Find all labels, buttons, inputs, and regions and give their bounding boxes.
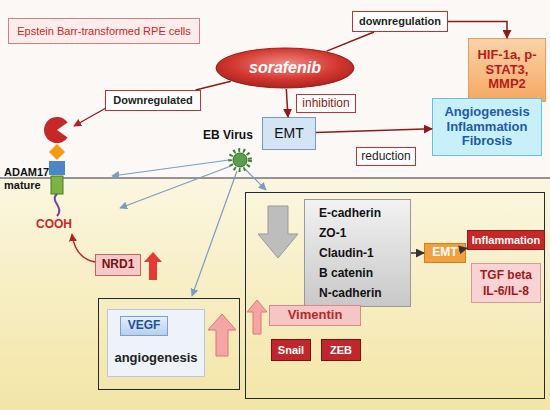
node-text-wrap: Vimentin [270, 306, 360, 325]
node-text-wrap: NRD1 [96, 255, 140, 275]
node-text: sorafenib [249, 59, 321, 77]
node-text-wrap: reduction [357, 148, 415, 165]
node-text: EMT [432, 246, 457, 260]
adam17-domain [49, 161, 65, 175]
marker-box: Vimentin [269, 305, 361, 326]
protein-label: ADAM17 mature [4, 166, 56, 192]
node-text-wrap: Downregulated [106, 91, 200, 110]
factor-box: ZEB [321, 339, 361, 361]
up-arrow [144, 252, 162, 280]
cell-membrane [0, 178, 550, 179]
virus-arrow [192, 171, 237, 296]
connector [286, 89, 288, 117]
node-text: Vimentin [288, 308, 343, 323]
drug-ellipse: sorafenib [215, 47, 355, 89]
title-box: Epstein Barr-transformed RPE cells [8, 18, 200, 44]
node-text: HIF-1a, p-STAT3, MMP2 [472, 48, 542, 93]
process-box: EMT [424, 243, 466, 263]
adam17-domain [44, 117, 68, 143]
terminus-label: COOH [36, 217, 80, 231]
extracellular-area [0, 0, 550, 178]
node-text-wrap: ZEB [322, 340, 360, 360]
leader-arrow [74, 108, 106, 126]
node-text: ZEB [330, 344, 352, 357]
connector [466, 248, 467, 250]
node-text: Downregulated [113, 94, 192, 107]
adam17-tail [55, 194, 60, 216]
node-text: NRD1 [102, 258, 135, 272]
virus-arrow [120, 166, 231, 208]
marker-box: E-cadherinZO-1Claudin-1B cateninN-cadher… [304, 199, 411, 307]
virus-label: EB Virus [203, 128, 263, 142]
connector [196, 81, 231, 90]
target-box: HIF-1a, p-STAT3, MMP2 [468, 38, 546, 102]
node-text-wrap: TGF beta IL-6/IL-8 [472, 264, 540, 302]
node-text: ZO-1 [319, 223, 346, 243]
cytokine-box: TGF beta IL-6/IL-8 [471, 263, 541, 303]
node-text-wrap: EMT [263, 118, 315, 149]
up-arrow [247, 300, 267, 334]
process-box: downregulation [352, 11, 448, 32]
node-text: Snail [278, 344, 304, 357]
virus-spikes [230, 150, 250, 170]
connector [316, 129, 432, 133]
node-text-wrap: sorafenib [215, 47, 355, 89]
node-text-wrap: HIF-1a, p-STAT3, MMP2 [469, 39, 545, 101]
gene-box: NRD1 [95, 254, 141, 276]
node-text: N-cadherin [319, 283, 382, 303]
adam17-domain [49, 144, 65, 160]
node-text-wrap: VEGF [121, 317, 167, 335]
connector [411, 252, 424, 254]
node-text: angiogenesis [114, 351, 197, 366]
node-text: B catenin [319, 263, 373, 283]
process-box: reduction [356, 147, 416, 166]
node-text-wrap: Inflammation [468, 231, 544, 249]
adam17-transmembrane [51, 176, 63, 194]
node-text: Claudin-1 [319, 243, 374, 263]
node-text: TGF beta IL-6/IL-8 [475, 267, 537, 299]
node-text: downregulation [359, 15, 441, 28]
cytoplasm-area [0, 178, 550, 410]
down-arrow [258, 206, 298, 258]
virus-arrow [246, 170, 266, 190]
process-box: Downregulated [105, 90, 201, 111]
process-box: EMT [262, 117, 316, 150]
gene-box: VEGF [120, 316, 168, 336]
leader-arrow [72, 234, 95, 262]
node-text: Angiogenesis Inflammation Fibrosis [436, 105, 538, 150]
node-text: VEGF [128, 319, 161, 333]
group-box: angiogenesis VEGF [98, 298, 240, 390]
node-text-wrap: Snail [272, 340, 310, 360]
node-text: E-cadherin [319, 203, 381, 223]
group-box: E-cadherinZO-1Claudin-1B cateninN-cadher… [245, 192, 545, 399]
node-text-wrap: downregulation [353, 12, 447, 31]
up-arrow [208, 314, 236, 356]
node-text: Inflammation [472, 234, 540, 247]
virus-icon [233, 153, 247, 167]
node-text: reduction [361, 150, 410, 164]
effect-box: Angiogenesis Inflammation Fibrosis [432, 98, 542, 156]
node-text-wrap: Angiogenesis Inflammation Fibrosis [433, 99, 541, 155]
process-box: Inflammation [467, 230, 545, 250]
node-text-wrap: inhibition [297, 95, 355, 112]
node-text: inhibition [302, 97, 349, 111]
factor-box: Snail [271, 339, 311, 361]
node-text: Epstein Barr-transformed RPE cells [17, 25, 191, 38]
ellipse-shape [216, 48, 354, 88]
process-box: inhibition [296, 94, 356, 113]
connector [327, 32, 374, 51]
node-text-wrap: E-cadherinZO-1Claudin-1B cateninN-cadher… [305, 200, 410, 306]
node-text-wrap: Epstein Barr-transformed RPE cells [9, 19, 199, 43]
node-text: EMT [274, 125, 304, 141]
node-text-wrap: EMT [425, 244, 465, 262]
connector [448, 22, 507, 39]
process-box: angiogenesis VEGF [107, 309, 205, 377]
